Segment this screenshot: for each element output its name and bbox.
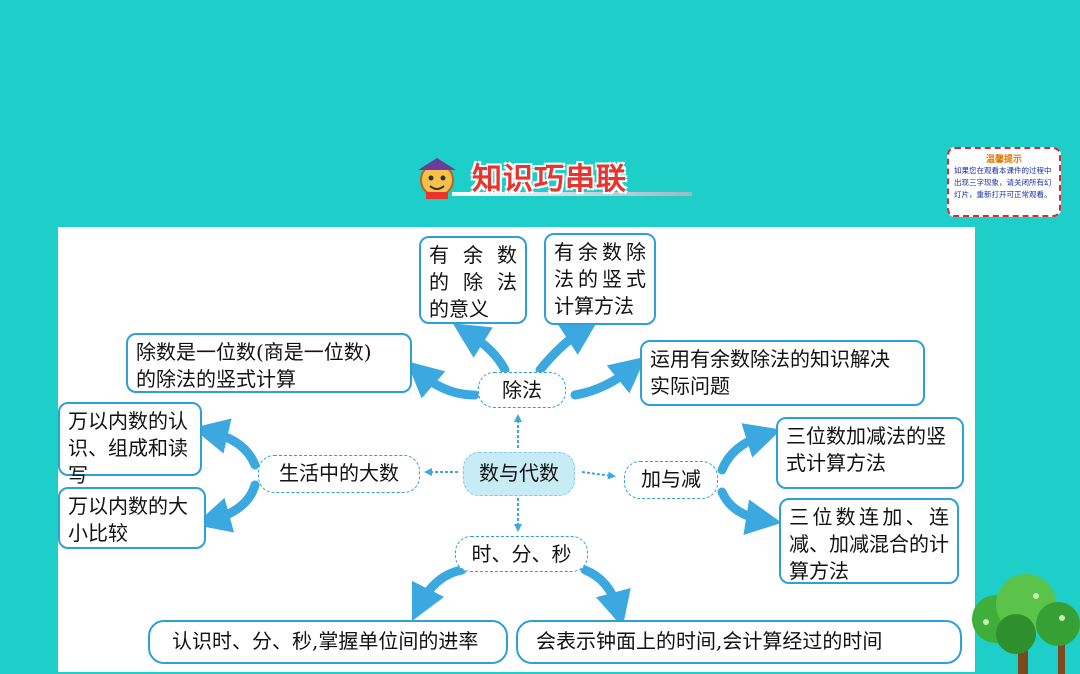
arrow-to-clock bbox=[580, 565, 631, 628]
text-line: 识、组成和读写 bbox=[68, 436, 188, 487]
mascot-icon bbox=[418, 158, 456, 199]
text-line: 小比较 bbox=[68, 521, 128, 545]
text-line: 法的竖式 bbox=[554, 267, 646, 291]
text-line: 三位数连加、连 bbox=[789, 505, 949, 529]
arrow-to-meaning bbox=[452, 323, 510, 375]
arrow-to-units bbox=[411, 565, 467, 622]
link-to-add-sub bbox=[581, 471, 616, 480]
text-line: 减、加减混合的计 bbox=[789, 532, 949, 556]
box-apply-remainder: 运用有余数除法的知识解决 实际问题 bbox=[640, 340, 925, 406]
text-line: 认识时、分、秒,掌握单位间的进率 bbox=[172, 629, 479, 653]
tip-body: 如果您在观看本课件的过程中出现三字现象，请关闭所有幻灯片，重新打开可正常观看。 bbox=[954, 166, 1052, 199]
arrow-to-recognize bbox=[192, 418, 260, 470]
hub-center: 数与代数 bbox=[463, 452, 575, 496]
hub-time: 时、分、秒 bbox=[455, 536, 588, 572]
header-title: 知识巧串联 bbox=[472, 162, 627, 197]
text-line: 的 除 法 bbox=[429, 270, 517, 294]
text-line: 除数是一位数(商是一位数) bbox=[136, 340, 372, 364]
box-time-units: 认识时、分、秒,掌握单位间的进率 bbox=[148, 620, 508, 664]
box-add-sub-vertical: 三位数加减法的竖 式计算方法 bbox=[776, 417, 964, 489]
box-clock-time: 会表示钟面上的时间,会计算经过的时间 bbox=[516, 620, 962, 664]
tip-box: 温馨提示 如果您在观看本课件的过程中出现三字现象，请关闭所有幻灯片，重新打开可正… bbox=[947, 147, 1061, 217]
arrow-to-apply bbox=[570, 356, 646, 400]
tree-icon bbox=[972, 574, 1080, 674]
box-one-digit-division: 除数是一位数(商是一位数) 的除法的竖式计算 bbox=[126, 333, 412, 393]
arrow-to-add-vertical bbox=[717, 423, 782, 475]
text-line: 万以内数的大 bbox=[68, 494, 188, 518]
hub-division: 除法 bbox=[478, 372, 566, 408]
section-header: 知识巧串联 bbox=[412, 150, 692, 200]
text-line: 实际问题 bbox=[650, 374, 730, 398]
tip-title: 温馨提示 bbox=[985, 155, 1022, 165]
text-line: 的除法的竖式计算 bbox=[136, 367, 296, 391]
text-line: 的意义 bbox=[429, 297, 489, 321]
arrow-to-compare bbox=[194, 480, 260, 533]
text-line: 式计算方法 bbox=[786, 451, 886, 475]
text-line: 万以内数的认 bbox=[68, 409, 188, 433]
arrow-to-mixed bbox=[717, 487, 782, 535]
text-line: 计算方法 bbox=[554, 294, 634, 318]
text-line: 会表示钟面上的时间,会计算经过的时间 bbox=[536, 629, 883, 653]
box-mixed-operations: 三位数连加、连 减、加减混合的计 算方法 bbox=[779, 498, 959, 584]
text-line: 三位数加减法的竖 bbox=[786, 424, 946, 448]
text-line: 有 余 数 bbox=[429, 243, 517, 267]
header-underline bbox=[452, 192, 692, 196]
hub-big-numbers: 生活中的大数 bbox=[258, 455, 420, 493]
box-remainder-meaning: 有 余 数 的 除 法 的意义 bbox=[419, 236, 527, 324]
box-recognize-numbers: 万以内数的认 识、组成和读写 bbox=[58, 402, 202, 487]
box-remainder-vertical: 有余数除 法的竖式 计算方法 bbox=[544, 233, 656, 325]
text-line: 运用有余数除法的知识解决 bbox=[650, 347, 890, 371]
text-line: 算方法 bbox=[789, 559, 849, 583]
text-line: 有余数除 bbox=[554, 240, 646, 264]
arrow-to-one-digit bbox=[406, 361, 480, 400]
arrow-to-vertical-division bbox=[535, 320, 599, 375]
box-compare-numbers: 万以内数的大 小比较 bbox=[58, 487, 206, 549]
hub-add-sub: 加与减 bbox=[624, 461, 718, 499]
